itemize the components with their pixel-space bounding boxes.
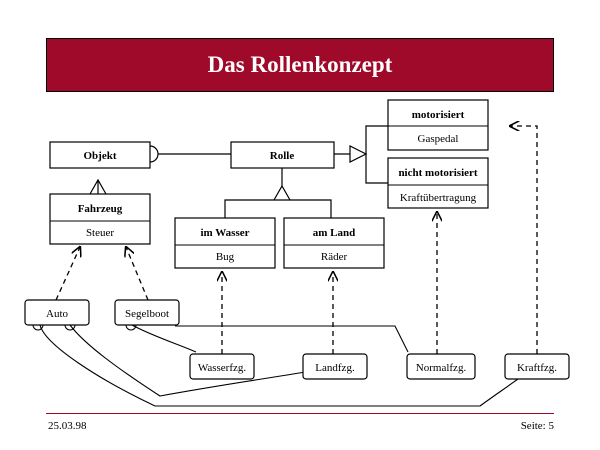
auto-kraftfzg-link: [39, 324, 523, 407]
class-fahrzeug: Fahrzeug Steuer: [49, 193, 151, 245]
class-nicht-motorisiert-name: nicht motorisiert: [398, 167, 477, 179]
auto-landfzg-link: [69, 324, 306, 397]
class-objekt: Objekt: [49, 141, 151, 169]
kraftfzg-arrow: [510, 126, 538, 354]
class-im-wasser: im Wasser Bug: [174, 217, 276, 269]
class-am-land: am Land Räder: [283, 217, 385, 269]
instance-links: [39, 324, 523, 407]
footer-date: 25.03.98: [48, 420, 87, 432]
instance-normalfzg: Normalfzg.: [406, 353, 476, 380]
segelboot-wasserfzg-link: [131, 324, 197, 353]
auto-arrow: [55, 247, 80, 301]
instance-kraftfzg: Kraftfzg.: [504, 353, 570, 380]
instance-landfzg-label: Landfzg.: [315, 362, 355, 374]
class-am-land-name: am Land: [313, 227, 356, 239]
instance-wasserfzg: Wasserfzg.: [189, 353, 255, 380]
class-nicht-motorisiert: nicht motorisiert Kraftübertragung: [387, 157, 489, 209]
segelboot-arrow: [126, 247, 149, 301]
class-fahrzeug-name: Fahrzeug: [78, 203, 123, 215]
objekt-rolle-link: [149, 145, 231, 163]
class-rolle-name: Rolle: [270, 150, 295, 162]
rolle-inherit-tree: [224, 168, 332, 218]
instance-kraftfzg-label: Kraftfzg.: [517, 362, 557, 374]
motor-inherit-tree: [334, 125, 388, 184]
instance-auto-label: Auto: [46, 308, 69, 320]
instance-arrows: [55, 126, 538, 354]
class-objekt-name: Objekt: [84, 150, 117, 162]
instance-wasserfzg-label: Wasserfzg.: [198, 362, 247, 374]
rolle-inherit-triangle: [273, 184, 291, 201]
class-motorisiert: motorisiert Gaspedal: [387, 99, 489, 151]
class-motorisiert-attr: Gaspedal: [418, 133, 459, 145]
class-im-wasser-attr: Bug: [216, 251, 235, 263]
class-im-wasser-name: im Wasser: [201, 227, 250, 239]
title-banner: Das Rollenkonzept: [46, 38, 554, 92]
connectors: [89, 125, 388, 218]
footer-page-number: Seite: 5: [520, 420, 554, 432]
instance-auto: Auto: [24, 299, 90, 331]
class-motorisiert-name: motorisiert: [412, 109, 465, 121]
instance-landfzg: Landfzg.: [302, 353, 368, 380]
segelboot-normalfzg-link: [175, 325, 409, 353]
class-nicht-motorisiert-attr: Kraftübertragung: [400, 192, 477, 204]
instance-segelboot-label: Segelboot: [125, 308, 169, 320]
class-rolle: Rolle: [230, 141, 335, 169]
slide-title: Das Rollenkonzept: [207, 52, 393, 77]
instance-segelboot: Segelboot: [114, 299, 180, 331]
instance-normalfzg-label: Normalfzg.: [416, 362, 467, 374]
class-am-land-attr: Räder: [321, 251, 348, 263]
class-fahrzeug-attr: Steuer: [86, 227, 114, 239]
motor-inherit-triangle: [349, 145, 368, 163]
footer-divider: [46, 413, 554, 414]
fahrzeug-inherit-triangle: [89, 178, 107, 195]
